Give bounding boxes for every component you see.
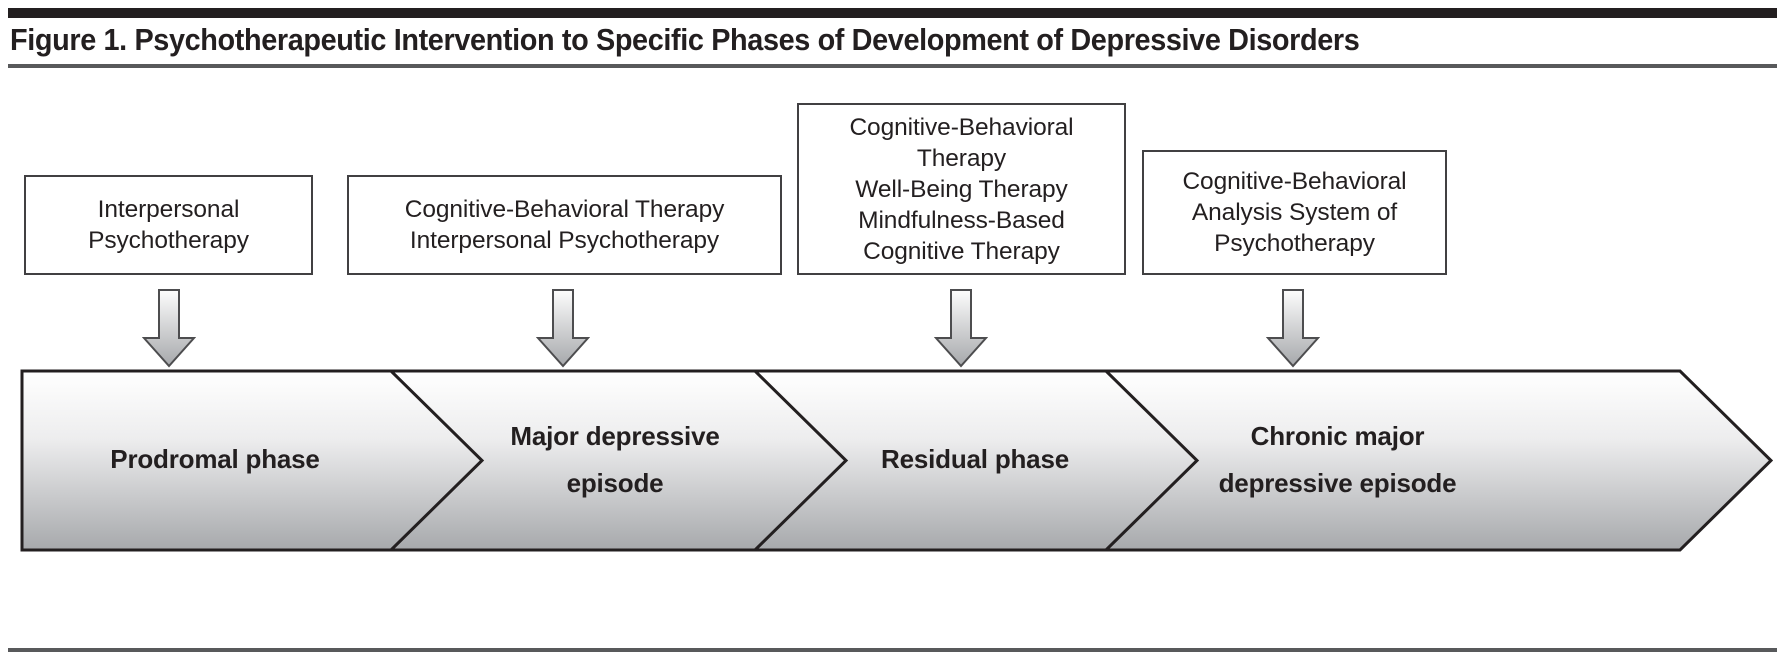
top-rule: [8, 8, 1777, 18]
down-arrow-icon-2: [536, 289, 590, 368]
down-arrow-icon-3: [934, 289, 988, 368]
banner-body: [20, 369, 1773, 552]
bottom-rule: [8, 648, 1777, 652]
therapy-box-1-label: Interpersonal Psychotherapy: [88, 196, 249, 254]
phase-progression-banner: [20, 369, 1773, 552]
therapy-box-2-label: Cognitive-Behavioral Therapy Interperson…: [404, 196, 725, 254]
therapy-box-3-label: Cognitive-Behavioral Therapy Well-Being …: [849, 113, 1074, 265]
therapy-box-prodromal: Interpersonal Psychotherapy: [24, 175, 313, 275]
chevron-divider-2: [753, 369, 849, 552]
chevron-divider-3: [1104, 369, 1200, 552]
therapy-box-chronic: Cognitive-Behavioral Analysis System of …: [1142, 150, 1447, 275]
chevron-divider-1: [389, 369, 485, 552]
therapy-box-major-depressive: Cognitive-Behavioral Therapy Interperson…: [347, 175, 782, 275]
down-arrow-icon-4: [1266, 289, 1320, 368]
figure-title: Figure 1. Psychotherapeutic Intervention…: [10, 22, 1360, 57]
down-arrow-icon-1: [142, 289, 196, 368]
therapy-box-4-label: Cognitive-Behavioral Analysis System of …: [1182, 168, 1407, 257]
title-underline-rule: [8, 64, 1777, 68]
therapy-box-residual: Cognitive-Behavioral Therapy Well-Being …: [797, 103, 1126, 275]
